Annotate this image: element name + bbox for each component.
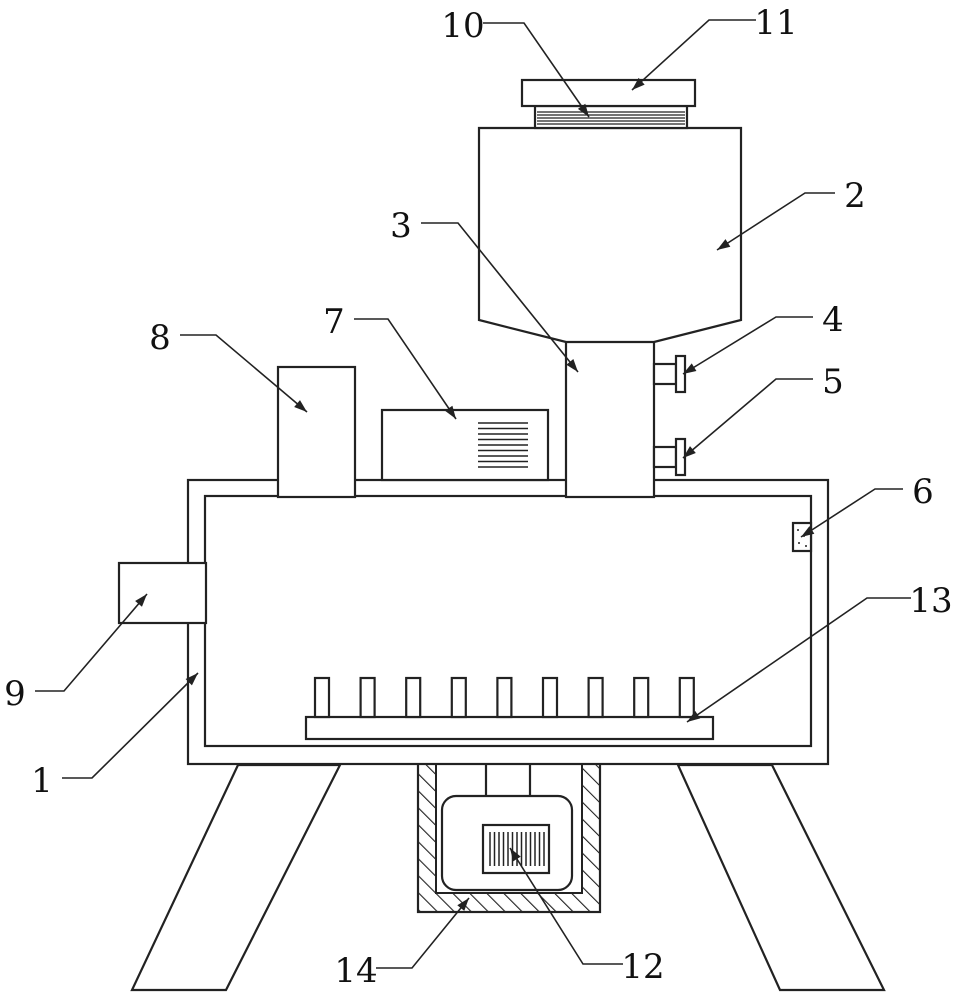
outlet — [117, 561, 208, 625]
arrow-head-hopper — [717, 239, 731, 250]
arrow-head-rotating-plate — [687, 710, 701, 722]
callout-label-outlet: 9 — [4, 674, 26, 714]
callout-label-sensor: 6 — [912, 472, 934, 512]
plate-peg — [359, 676, 376, 719]
plate-peg — [496, 676, 513, 719]
leader-line-lower-valve — [682, 378, 813, 459]
left-leg — [130, 763, 342, 992]
plate-peg — [313, 676, 331, 719]
machine-body — [186, 478, 830, 766]
leader-line-motor — [509, 847, 623, 965]
leader-line-motor-housing — [376, 897, 470, 969]
plate-peg — [405, 676, 422, 719]
arrow-head-motor — [510, 848, 521, 862]
callout-label-hopper: 2 — [844, 176, 866, 216]
leader-line-hopper — [716, 192, 835, 251]
leader-line-control-box — [354, 318, 457, 420]
leader-line-upper-valve — [682, 316, 813, 375]
leader-line-feed-pipe — [421, 222, 579, 373]
top-unit — [276, 365, 357, 499]
callout-label-upper-valve: 4 — [822, 300, 844, 340]
leader-line-top-unit — [180, 334, 308, 413]
plate-peg — [633, 676, 650, 719]
callout-label-motor: 12 — [621, 947, 664, 987]
callout-label-control-box: 7 — [323, 302, 345, 342]
leader-line-outlet — [35, 593, 148, 692]
thread — [533, 104, 689, 130]
callout-label-rotating-plate: 13 — [909, 581, 952, 621]
leader-line-thread — [483, 22, 590, 118]
control-box — [380, 408, 550, 482]
leader-line-machine-body — [62, 672, 199, 779]
arrow-head-outlet — [135, 594, 147, 607]
callout-label-lower-valve: 5 — [822, 362, 844, 402]
plate-peg — [541, 676, 559, 719]
right-leg — [676, 763, 886, 992]
arrow-head-sensor — [801, 526, 815, 537]
arrow-head-top-unit — [294, 400, 307, 412]
plate-peg — [678, 676, 695, 719]
motor — [440, 794, 574, 892]
arrow-head-control-box — [444, 405, 456, 419]
leader-line-sensor — [800, 488, 903, 538]
callout-label-lid: 11 — [754, 3, 797, 43]
lower-valve — [652, 437, 687, 477]
leader-line-rotating-plate — [686, 597, 911, 723]
callout-label-thread: 10 — [441, 6, 484, 46]
arrow-head-machine-body — [185, 673, 198, 686]
arrow-head-feed-pipe — [566, 359, 578, 372]
hopper — [477, 126, 743, 344]
callout-label-motor-housing: 14 — [334, 951, 377, 991]
feed-pipe — [564, 338, 656, 499]
callout-label-top-unit: 8 — [149, 318, 171, 358]
callout-label-machine-body: 1 — [31, 761, 53, 801]
arrow-head-lid — [632, 77, 645, 90]
upper-valve — [652, 354, 687, 394]
leader-line-lid — [631, 19, 756, 91]
lid — [520, 78, 697, 108]
arrow-head-upper-valve — [683, 363, 697, 374]
callout-label-feed-pipe: 3 — [390, 206, 412, 246]
plate-peg — [450, 676, 467, 719]
rotating-plate — [304, 676, 715, 741]
arrow-head-thread — [577, 103, 589, 117]
arrow-head-motor-housing — [457, 898, 469, 911]
plate-peg — [587, 676, 604, 719]
arrow-head-lower-valve — [683, 446, 696, 458]
